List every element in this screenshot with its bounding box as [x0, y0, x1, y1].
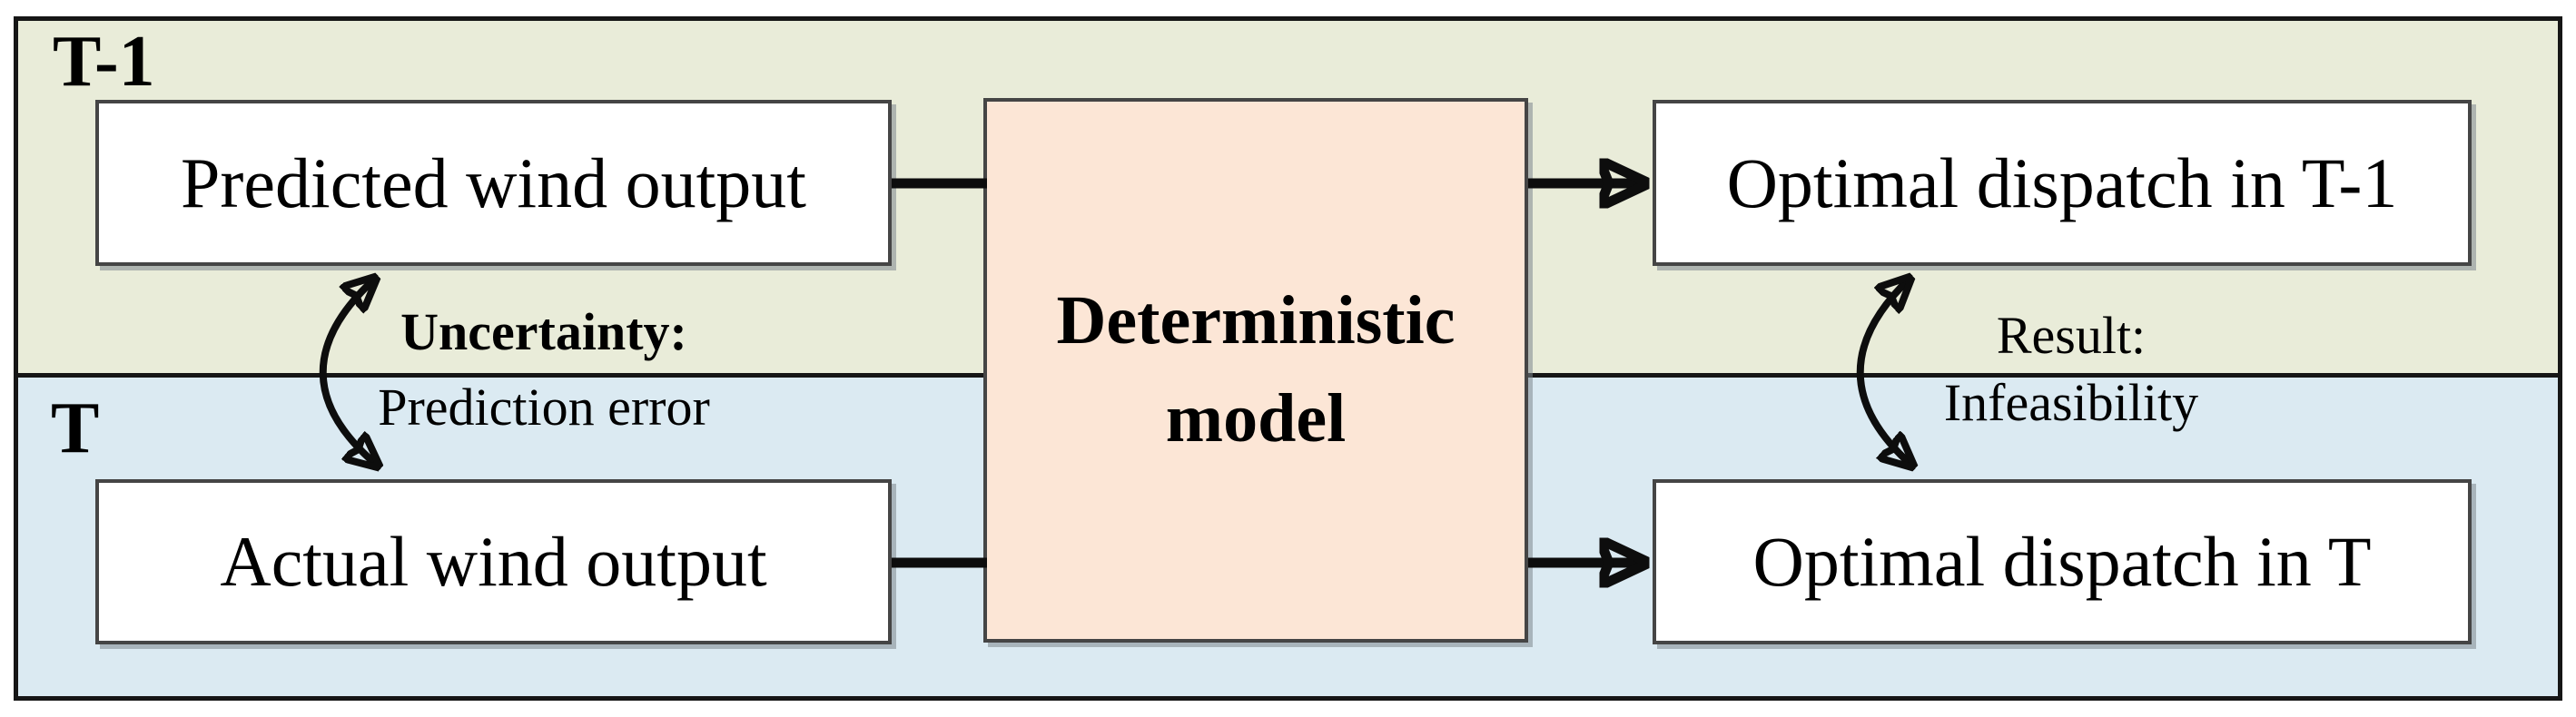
diagram-outer-border [14, 16, 2562, 701]
annotation-uncertainty-title: Uncertainty: [400, 302, 687, 361]
node-deterministic-model-label-line1: Deterministic [1056, 282, 1456, 359]
node-deterministic-model: Deterministic model [983, 98, 1528, 643]
node-predicted-wind-output: Predicted wind output [95, 100, 892, 266]
node-optimal-dispatch-t: Optimal dispatch in T [1653, 479, 2472, 644]
node-actual-wind-output-label: Actual wind output [220, 522, 767, 602]
annotation-result-title: Result: [1996, 306, 2147, 365]
node-optimal-dispatch-t-label: Optimal dispatch in T [1752, 522, 2372, 602]
node-predicted-wind-output-label: Predicted wind output [181, 142, 806, 222]
period-label-t: T [51, 388, 100, 468]
annotation-prediction-error: Prediction error [378, 378, 710, 437]
annotation-infeasibility: Infeasibility [1943, 373, 2199, 432]
node-actual-wind-output: Actual wind output [95, 479, 892, 644]
node-deterministic-model-label-line2: model [1165, 380, 1347, 457]
node-optimal-dispatch-t-minus-1-label: Optimal dispatch in T-1 [1726, 142, 2398, 222]
node-optimal-dispatch-t-minus-1: Optimal dispatch in T-1 [1653, 100, 2472, 266]
period-label-t-minus-1: T-1 [53, 22, 155, 102]
